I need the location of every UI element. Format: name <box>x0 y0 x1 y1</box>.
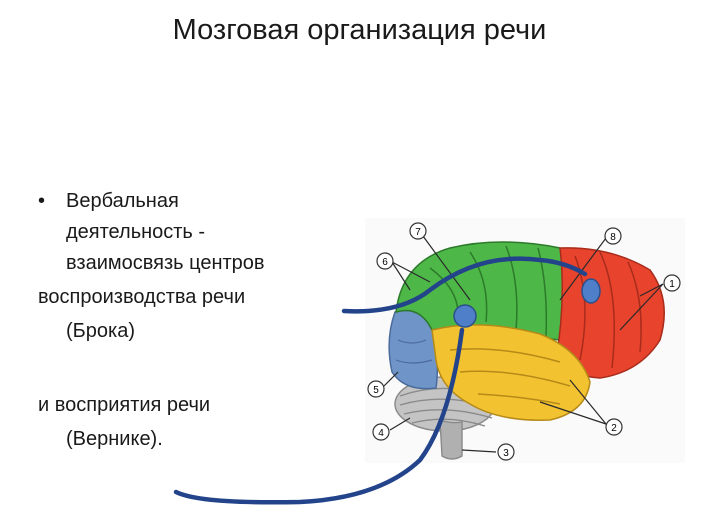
broca-area-marker <box>581 278 601 304</box>
text-line-2: деятельность - <box>66 221 206 243</box>
callout-1: 1 <box>663 274 681 292</box>
callout-badges: 1 2 3 4 5 6 7 8 <box>367 222 681 461</box>
slide-title: Мозговая организация речи <box>172 14 547 46</box>
wernicke-area-marker <box>453 304 477 328</box>
callout-label-2: 2 <box>611 423 617 434</box>
callout-label-8: 8 <box>610 232 616 243</box>
callout-label-7: 7 <box>415 227 421 238</box>
callout-label-4: 4 <box>378 428 384 439</box>
callout-2: 2 <box>605 418 623 436</box>
brainstem <box>439 419 463 460</box>
callout-8: 8 <box>604 227 622 245</box>
text-line-7: (Вернике). <box>66 428 163 450</box>
text-line-6: и восприятия речи <box>38 394 211 416</box>
callout-label-5: 5 <box>373 385 379 396</box>
text-line-1: Вербальная <box>66 190 179 212</box>
callout-label-3: 3 <box>503 448 509 459</box>
callout-7: 7 <box>409 222 427 240</box>
callout-5: 5 <box>367 380 385 398</box>
callout-6: 6 <box>376 252 394 270</box>
callout-4: 4 <box>372 423 390 441</box>
text-line-3: взаимосвязь центров <box>66 252 265 274</box>
callout-lines <box>383 231 664 453</box>
bullet-marker: • <box>38 190 46 212</box>
callout-3: 3 <box>497 443 515 461</box>
text-line-4: воспроизводства речи <box>38 286 246 308</box>
callout-label-1: 1 <box>669 279 675 290</box>
text-line-5: (Брока) <box>66 320 136 342</box>
callout-label-6: 6 <box>382 257 388 268</box>
broca-arrow <box>341 256 588 314</box>
wernicke-arrow <box>173 327 465 505</box>
